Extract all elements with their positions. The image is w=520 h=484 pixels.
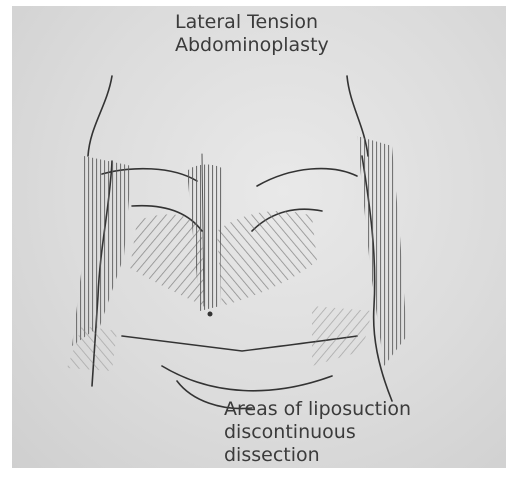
sketch-frame: Lateral Tension Abdominoplasty Areas of … xyxy=(12,6,506,468)
caption-line-3: dissection xyxy=(224,444,411,467)
title-line-1: Lateral Tension xyxy=(175,11,329,34)
diagram-title: Lateral Tension Abdominoplasty xyxy=(175,11,329,57)
upper-abdomen-hatching xyxy=(130,211,317,306)
right-chest-curve xyxy=(257,169,357,186)
pubic-curve xyxy=(162,366,332,391)
left-arm-outline xyxy=(88,76,112,156)
caption-line-2: discontinuous xyxy=(224,421,411,444)
areas-caption: Areas of liposuction discontinuous disse… xyxy=(224,398,411,467)
title-line-2: Abdominoplasty xyxy=(175,34,329,57)
caption-line-1: Areas of liposuction xyxy=(224,398,411,421)
left-liposuction-area xyxy=(72,156,132,346)
right-lower-area xyxy=(312,306,372,366)
umbilicus xyxy=(208,312,213,317)
